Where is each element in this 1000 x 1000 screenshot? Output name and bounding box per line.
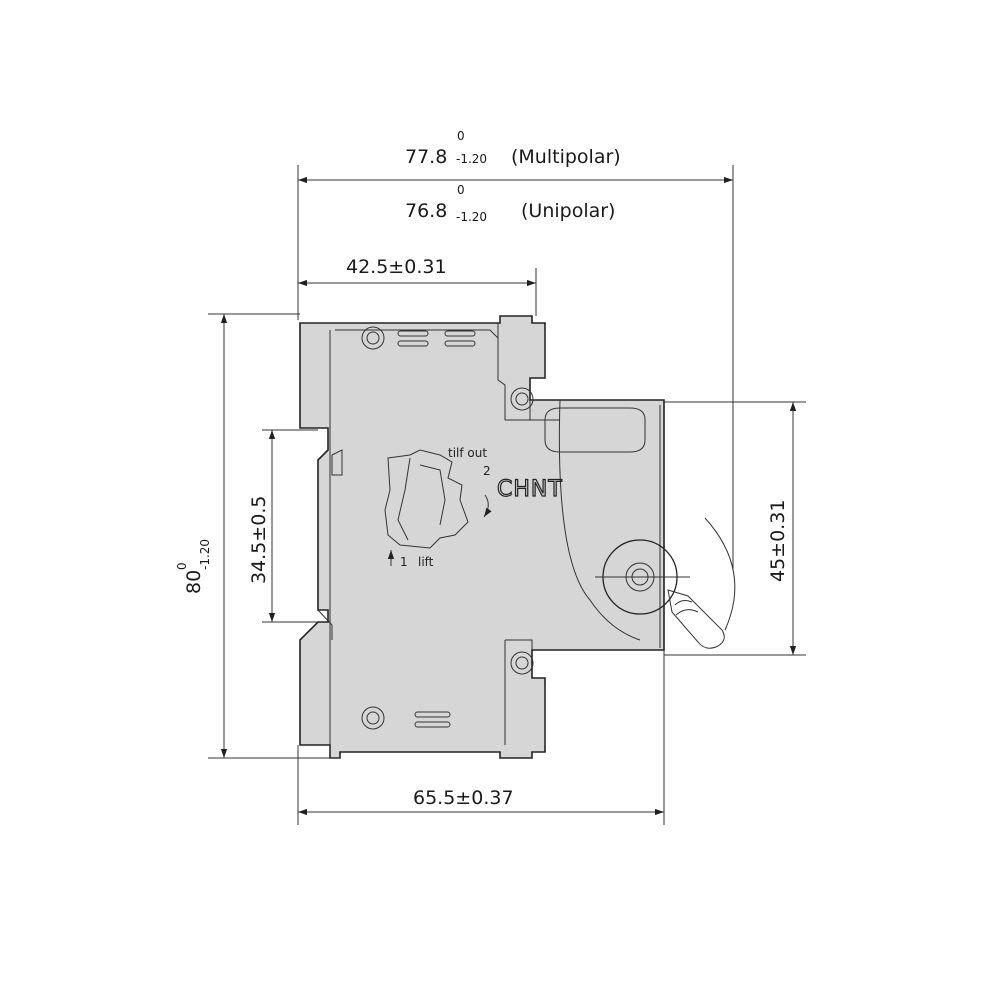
depth-value: 65.5±0.37 bbox=[413, 787, 514, 809]
overall-multipolar-value: 77.8 bbox=[405, 146, 447, 168]
overall-multipolar-lower: -1.20 bbox=[456, 152, 487, 166]
overall-multipolar-note: (Multipolar) bbox=[511, 146, 621, 168]
overall-unipolar-lower: -1.20 bbox=[456, 210, 487, 224]
tilt-out-label: tilf out bbox=[448, 446, 487, 460]
rail-height-value: 34.5±0.5 bbox=[248, 496, 270, 584]
warning-sticker bbox=[384, 449, 469, 549]
overall-unipolar-upper: 0 bbox=[457, 183, 465, 197]
screw-bottom-left bbox=[361, 706, 385, 730]
step-2-label: 2 bbox=[483, 464, 491, 478]
face-height-dimension bbox=[664, 401, 806, 656]
vent-slots-top bbox=[397, 330, 476, 347]
vent-slots-bottom bbox=[414, 711, 451, 728]
height-lower: -1.20 bbox=[198, 539, 212, 570]
step-1-label: 1 bbox=[400, 555, 408, 569]
brand-logo: CHNT bbox=[497, 477, 563, 502]
overall-width-dimension bbox=[297, 165, 734, 570]
lift-label: lift bbox=[418, 555, 434, 569]
height-upper: 0 bbox=[175, 562, 189, 570]
screw-bottom-right bbox=[510, 651, 534, 675]
height-dimension bbox=[208, 313, 340, 759]
screw-top-right bbox=[510, 387, 534, 411]
overall-unipolar-note: (Unipolar) bbox=[521, 200, 615, 222]
rail-to-face-dimension bbox=[298, 268, 537, 316]
face-height-value: 45±0.31 bbox=[767, 500, 789, 582]
depth-dimension bbox=[297, 650, 665, 825]
overall-unipolar-value: 76.8 bbox=[405, 200, 447, 222]
rail-height-dimension bbox=[262, 429, 318, 623]
height-value: 80 bbox=[183, 570, 205, 594]
screw-top-left bbox=[361, 326, 385, 350]
overall-multipolar-upper: 0 bbox=[457, 129, 465, 143]
breaker-body bbox=[299, 315, 665, 759]
rail-to-face-value: 42.5±0.31 bbox=[346, 256, 447, 278]
